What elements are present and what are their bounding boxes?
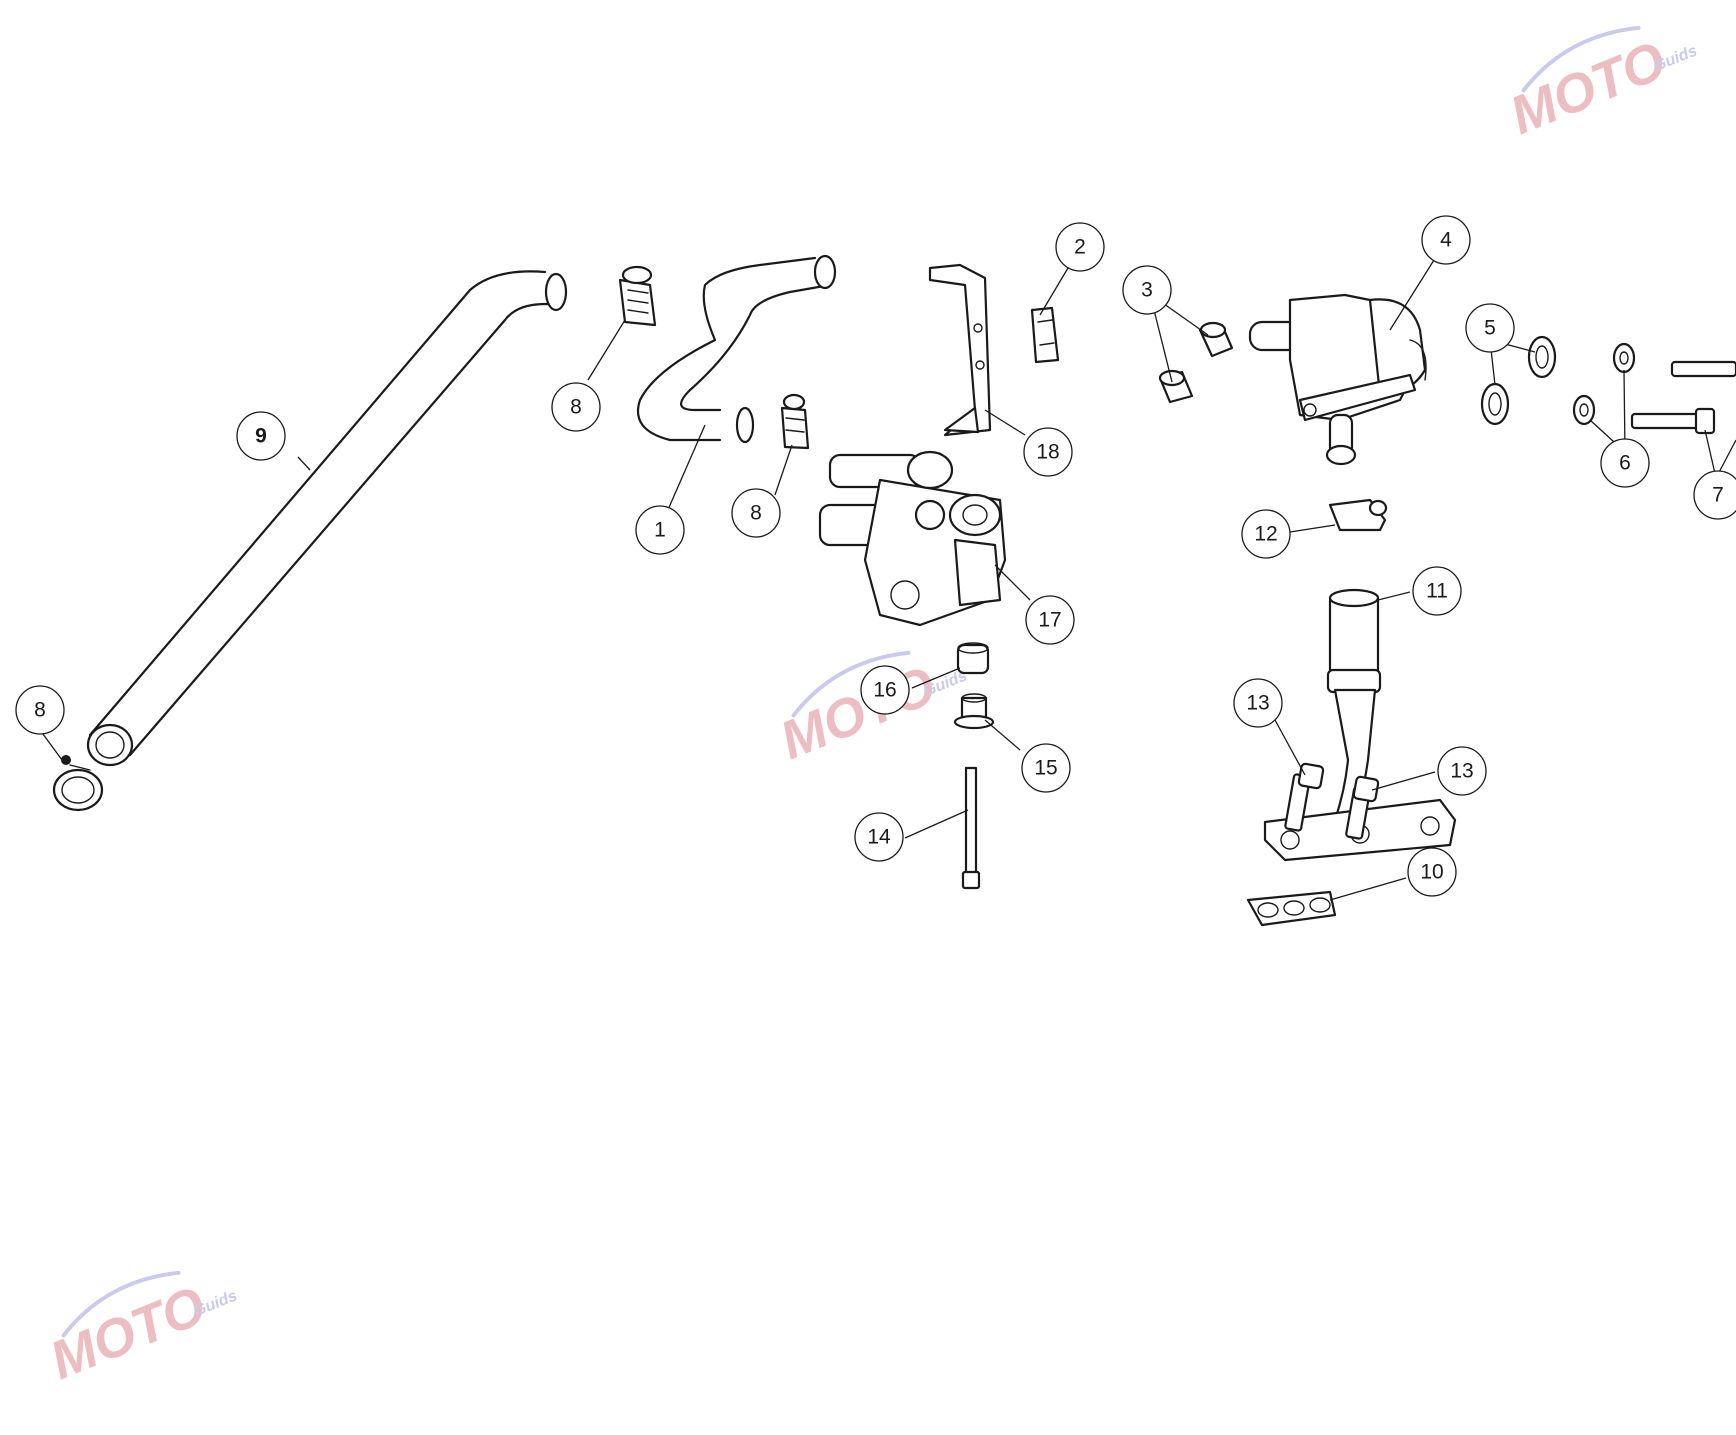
part-17-valve	[818, 450, 1007, 627]
part-8-clip-upper	[618, 265, 657, 327]
svg-text:5: 5	[1484, 317, 1496, 340]
callout-12: 12	[1241, 509, 1291, 559]
callout-18: 18	[1023, 427, 1073, 477]
part-8-clamp-left	[52, 755, 104, 812]
svg-text:17: 17	[1038, 609, 1061, 632]
svg-text:6: 6	[1619, 452, 1631, 475]
svg-text:8: 8	[34, 699, 46, 722]
svg-text:3: 3	[1141, 279, 1153, 302]
watermark-brand: MOTO	[772, 655, 944, 771]
part-16-bushing	[956, 642, 990, 675]
svg-text:4: 4	[1440, 229, 1452, 252]
part-8-clip-middle	[780, 393, 810, 450]
part-13-bolts	[1284, 762, 1380, 840]
part-18-bracket	[928, 263, 992, 437]
callout-2: 2	[1055, 222, 1105, 272]
callout-1: 1	[635, 505, 685, 555]
part-5-grommets	[1480, 335, 1557, 426]
callout-17: 17	[1025, 595, 1075, 645]
callout-13-left: 13	[1233, 678, 1283, 728]
svg-text:10: 10	[1420, 861, 1443, 884]
callout-10: 10	[1407, 847, 1457, 897]
watermark-sub: Guids	[1651, 42, 1699, 75]
callout-9: 9	[236, 411, 286, 461]
callout-13-right: 13	[1437, 746, 1487, 796]
part-9-hose	[86, 270, 568, 767]
part-4-pump	[1248, 293, 1427, 466]
callout-3: 3	[1122, 265, 1172, 315]
part-14-bolt	[961, 766, 981, 890]
callout-8-upper: 8	[551, 382, 601, 432]
svg-text:13: 13	[1246, 692, 1269, 715]
svg-text:8: 8	[570, 396, 582, 419]
svg-text:11: 11	[1426, 580, 1448, 603]
callout-7: 7	[1693, 470, 1736, 520]
callout-8-left: 8	[15, 685, 65, 735]
watermark-top-right: MOTO Guids	[1502, 25, 1700, 146]
part-10-gasket	[1246, 890, 1337, 927]
part-1-hose	[636, 254, 837, 444]
watermark-brand: MOTO	[1502, 30, 1674, 146]
part-12-clamp	[1328, 498, 1388, 532]
callout-4: 4	[1421, 215, 1471, 265]
callout-5: 5	[1465, 303, 1515, 353]
part-15-sleeve	[953, 693, 995, 730]
svg-text:18: 18	[1036, 441, 1059, 464]
svg-text:9: 9	[255, 425, 267, 448]
watermark-brand: MOTO	[42, 1275, 214, 1391]
part-6-washers	[1572, 342, 1636, 426]
part-7-bolts	[1630, 360, 1736, 435]
svg-text:2: 2	[1074, 236, 1086, 259]
svg-text:15: 15	[1034, 757, 1057, 780]
part-3-grommets	[1158, 321, 1234, 404]
watermark-sub: Guids	[191, 1287, 239, 1320]
svg-text:1: 1	[654, 519, 666, 542]
svg-text:8: 8	[750, 502, 762, 525]
svg-text:12: 12	[1254, 523, 1277, 546]
callout-16: 16	[860, 665, 910, 715]
svg-text:16: 16	[873, 679, 896, 702]
svg-text:7: 7	[1712, 484, 1724, 507]
callout-6: 6	[1600, 438, 1650, 488]
callout-8-middle: 8	[731, 488, 781, 538]
part-2-clip	[1030, 306, 1060, 364]
leader-lines	[39, 259, 1736, 901]
callout-11: 11	[1412, 566, 1462, 616]
callout-15: 15	[1021, 743, 1071, 793]
watermark-bottom-left: MOTO Guids	[42, 1270, 240, 1391]
callout-14: 14	[854, 812, 904, 862]
svg-text:14: 14	[867, 826, 891, 849]
svg-text:13: 13	[1450, 760, 1473, 783]
